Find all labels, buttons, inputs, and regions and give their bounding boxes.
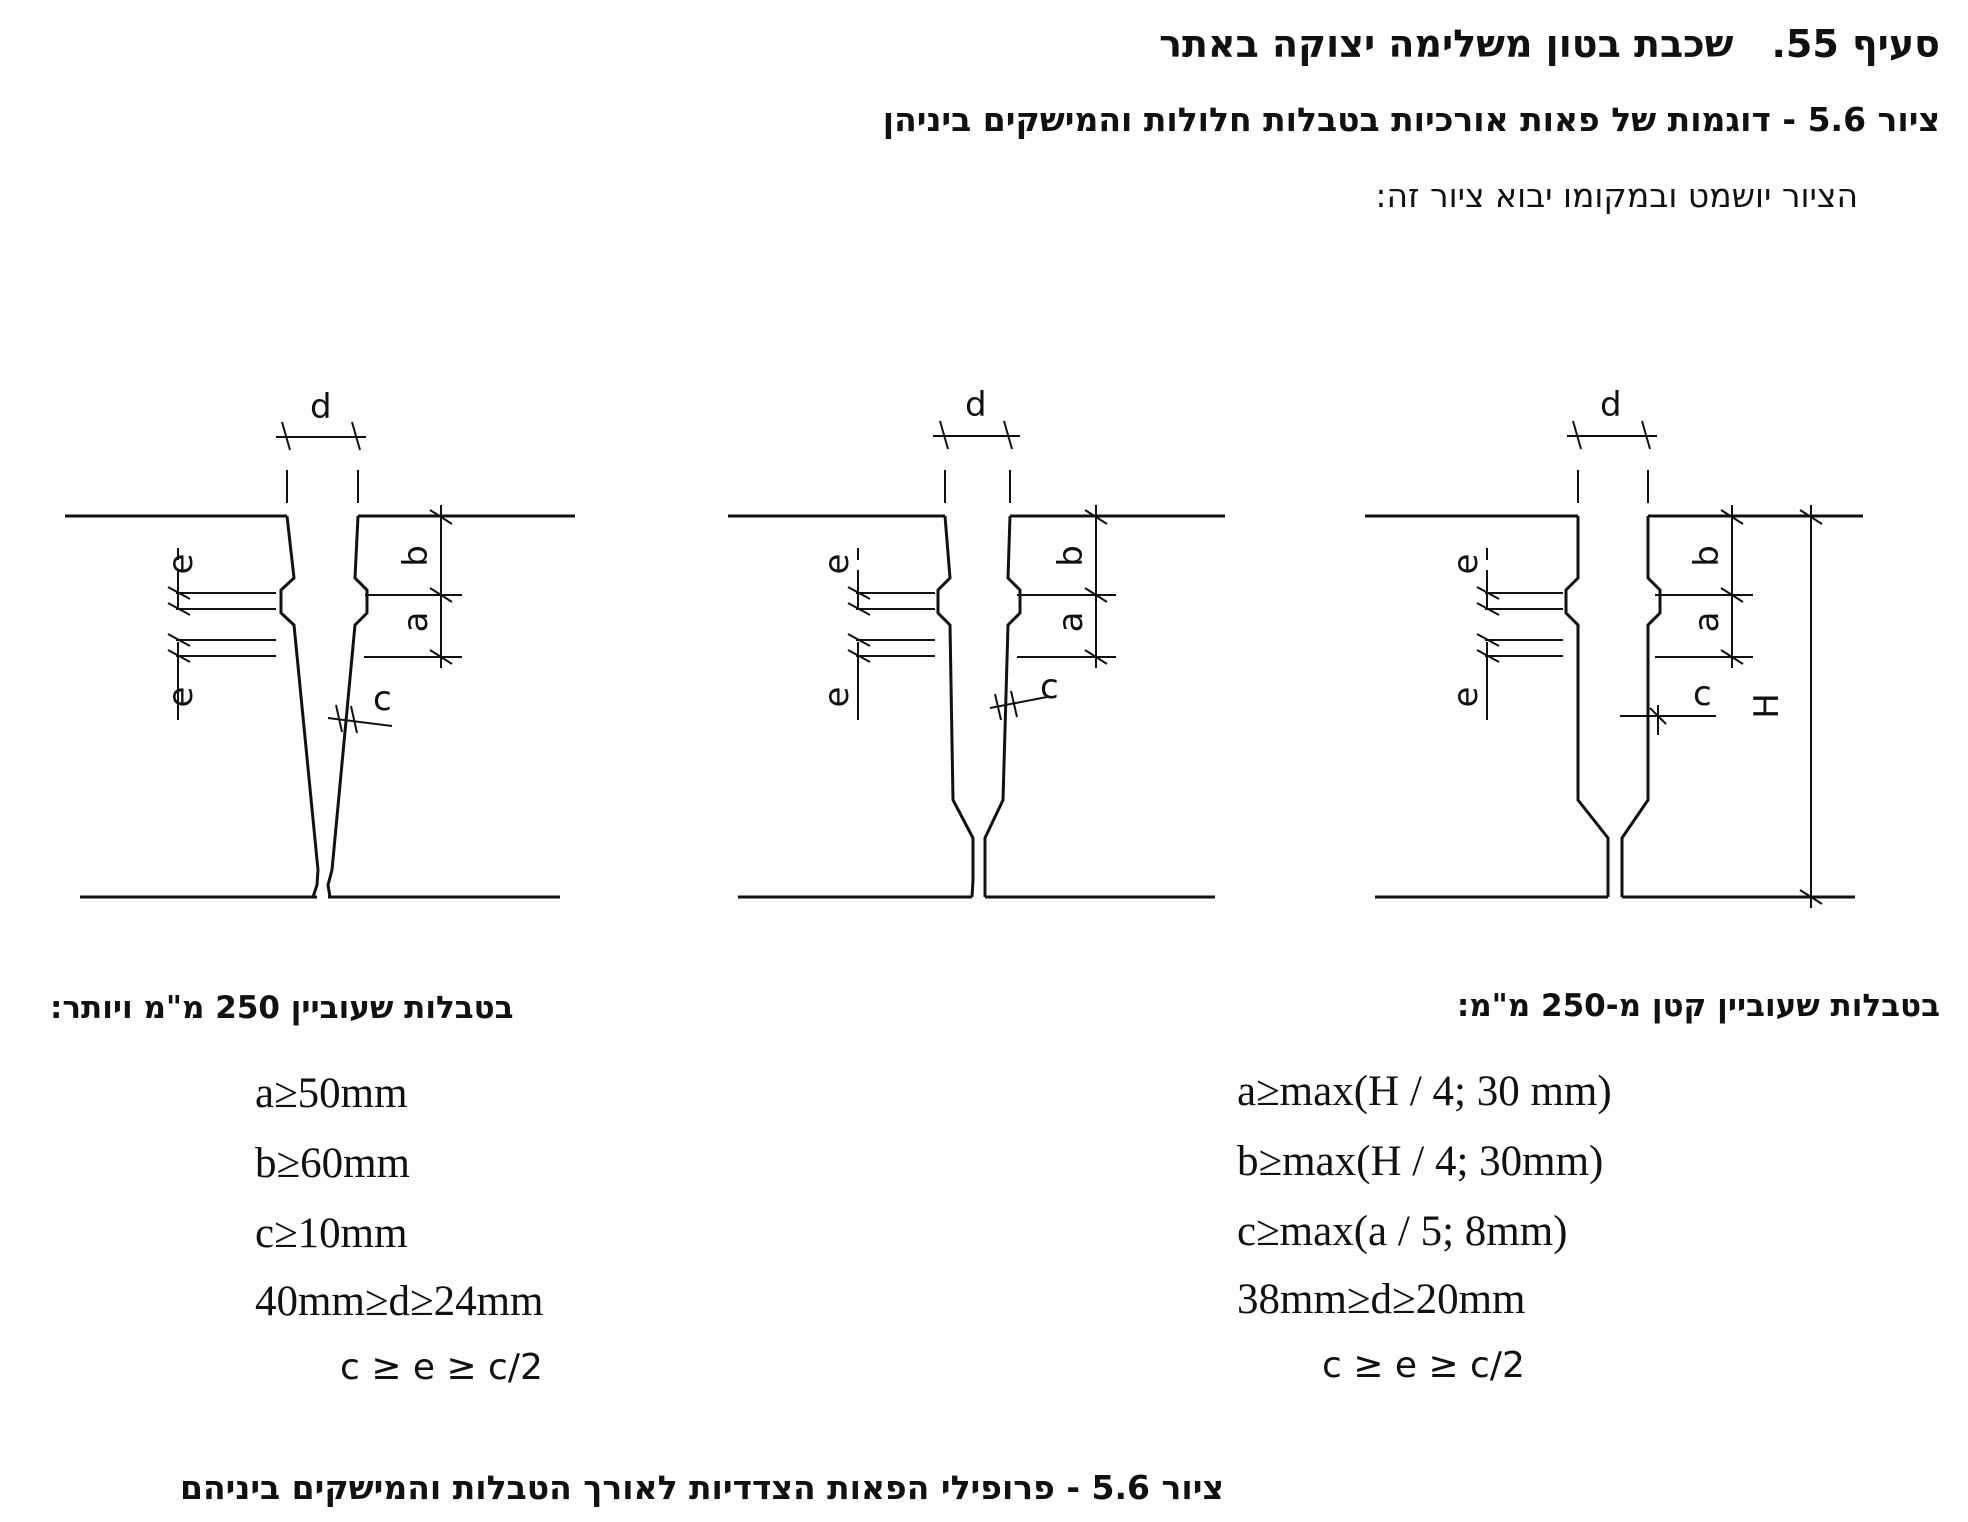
section-heading: סעיף 55. שכבת בטון משלימה יצוקה באתר <box>1159 22 1940 66</box>
rule-b: b≥max(H / 4; 30mm) <box>1237 1138 1604 1185</box>
label-a: a <box>1687 612 1727 633</box>
label-H: H <box>1747 693 1787 719</box>
profile-tapered-joint: d b a e e c <box>65 387 575 899</box>
figure-caption-bottom: ציור 5.6 - פרופילי הפאות הצדדיות לאורך ה… <box>180 1468 1224 1507</box>
rule-e: c ≥ e ≥ c/2 <box>1322 1345 1525 1386</box>
rule-e: c ≥ e ≥ c/2 <box>340 1347 543 1388</box>
rule-d: 38mm≥d≥20mm <box>1237 1276 1526 1323</box>
label-e-bottom: e <box>161 687 201 708</box>
label-b: b <box>396 545 436 567</box>
profile-parallel-joint: d b a e e c <box>728 385 1225 899</box>
label-c: c <box>373 679 392 719</box>
profile-joint-with-height: d b a H e e c <box>1365 385 1863 908</box>
label-d: d <box>310 387 332 427</box>
label-c: c <box>1040 667 1059 707</box>
label-e-top: e <box>817 554 857 575</box>
figure-caption-top: ציור 5.6 - דוגמות של פאות אורכיות בטבלות… <box>882 100 1940 139</box>
section-title: שכבת בטון משלימה יצוקה באתר <box>1159 22 1734 66</box>
thin-slabs-title: בטבלות שעוביין קטן מ-250 מ"מ: <box>1456 988 1940 1024</box>
label-b: b <box>1051 545 1091 567</box>
label-a: a <box>1051 612 1091 633</box>
rule-c: c≥max(a / 5; 8mm) <box>1237 1208 1568 1255</box>
label-a: a <box>396 612 436 633</box>
rule-c: c≥10mm <box>255 1210 408 1257</box>
rule-b: b≥60mm <box>255 1140 410 1187</box>
rule-d: 40mm≥d≥24mm <box>255 1278 544 1325</box>
replacement-note: הציור יושמט ובמקומו יבוא ציור זה: <box>1375 176 1858 215</box>
rule-a: a≥50mm <box>255 1070 408 1117</box>
label-c: c <box>1693 674 1712 714</box>
label-b: b <box>1687 545 1727 567</box>
rule-a: a≥max(H / 4; 30 mm) <box>1237 1068 1612 1115</box>
label-d: d <box>1600 385 1622 425</box>
section-label: סעיף 55. <box>1771 22 1940 66</box>
thick-slabs-title: בטבלות שעוביין 250 מ"מ ויותר: <box>50 990 514 1026</box>
label-e-top: e <box>161 554 201 575</box>
label-e-top: e <box>1446 554 1486 575</box>
label-d: d <box>965 385 987 425</box>
label-e-bottom: e <box>1446 687 1486 708</box>
label-e-bottom: e <box>817 687 857 708</box>
